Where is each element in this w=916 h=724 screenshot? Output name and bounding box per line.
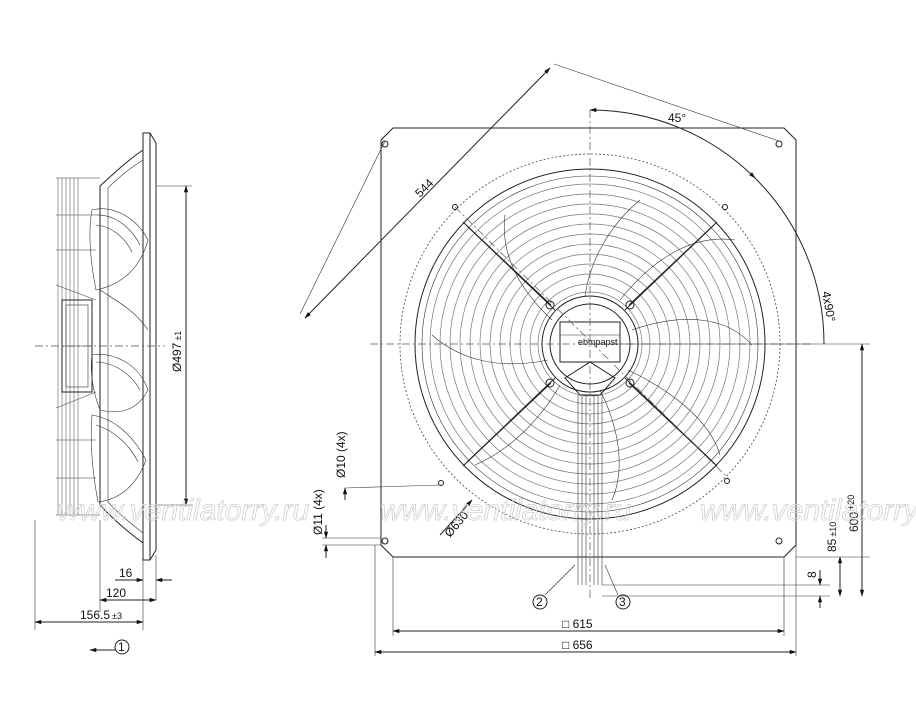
dim-600: 600+20 bbox=[846, 495, 861, 532]
front-view: ebmpapst 544 45° 4x90° bbox=[299, 63, 870, 656]
side-view: Ø497±1 16 120 156.5±3 1 bbox=[34, 132, 192, 655]
hole-d11-label: Ø11 (4x) bbox=[311, 489, 325, 535]
hole-d10-label: Ø10 (4x) bbox=[334, 431, 348, 478]
terminal-box bbox=[564, 361, 616, 396]
dim-85: 85±10 bbox=[825, 522, 839, 552]
side-dim-156: 156.5±3 bbox=[80, 608, 122, 622]
corner-hole-tr bbox=[775, 140, 783, 148]
callout-3-circle bbox=[615, 594, 631, 610]
dim-544: 544 bbox=[412, 176, 436, 200]
callout-1-circle bbox=[114, 639, 130, 655]
holes-4x90: 4x90° bbox=[819, 290, 838, 323]
watermark: www.ventilatorry.ru www.ventilatorry.ru … bbox=[58, 494, 916, 528]
corner-hole-br bbox=[775, 537, 783, 545]
dim-615: □ 615 bbox=[562, 617, 593, 631]
side-dim-120: 120 bbox=[106, 586, 126, 600]
angle-45: 45° bbox=[668, 111, 686, 125]
side-guard-grille bbox=[55, 177, 100, 516]
callout-3-label: 3 bbox=[619, 595, 626, 609]
cables bbox=[577, 395, 603, 585]
side-diameter-label: Ø497±1 bbox=[170, 331, 184, 372]
side-blades bbox=[89, 208, 149, 503]
dim-656: □ 656 bbox=[562, 638, 593, 652]
side-dim-16: 16 bbox=[119, 566, 133, 580]
corner-hole-tl bbox=[381, 140, 389, 148]
corner-hole-bl bbox=[381, 537, 389, 545]
svg-text:www.ventilatorry.ru: www.ventilatorry.ru bbox=[700, 494, 916, 527]
callout-1-label: 1 bbox=[118, 640, 125, 654]
callout-2-circle bbox=[532, 594, 548, 610]
svg-text:www.ventilatorry.ru: www.ventilatorry.ru bbox=[58, 494, 309, 527]
callout-2-label: 2 bbox=[536, 595, 543, 609]
side-shroud bbox=[99, 149, 144, 544]
dim-8: 8 bbox=[805, 571, 819, 578]
svg-text:www.ventilatorry.ru: www.ventilatorry.ru bbox=[380, 494, 631, 527]
hub-brand: ebmpapst bbox=[578, 337, 618, 347]
